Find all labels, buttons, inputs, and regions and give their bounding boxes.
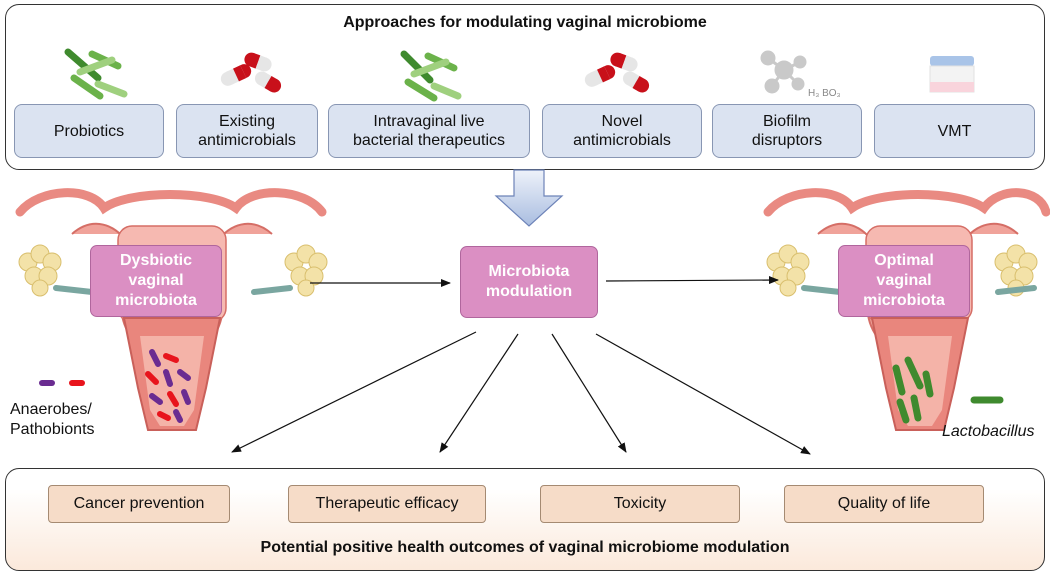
arrow-to-toxicity xyxy=(551,333,627,453)
approaches-title: Approaches for modulating vaginal microb… xyxy=(343,14,707,31)
molecule-icon xyxy=(760,50,807,94)
arrow-to-optimal xyxy=(605,276,779,285)
outcomes-title: Potential positive health outcomes of va… xyxy=(260,539,790,556)
down-arrow-icon xyxy=(494,169,564,227)
lactobacillus-legend-label: Lactobacillus xyxy=(942,423,1035,440)
microbiota-modulation-box: Microbiota modulation xyxy=(460,246,598,318)
pathobionts-legend-label: Anaerobes/ Pathobionts xyxy=(10,401,95,438)
approach-vmt: VMT xyxy=(874,104,1035,158)
bacteria-rods-icon xyxy=(400,50,462,102)
arrow-to-quality-of-life xyxy=(595,333,811,455)
approach-probiotics: Probiotics xyxy=(14,104,164,158)
approach-existing-antimicrobials: Existing antimicrobials xyxy=(176,104,318,158)
approach-novel-antimicrobials: Novel antimicrobials xyxy=(542,104,702,158)
pathobiont-bacteria xyxy=(145,349,191,423)
capsules-icon xyxy=(584,52,650,93)
lactobacillus-bacteria xyxy=(892,356,934,424)
outcome-quality-of-life: Quality of life xyxy=(784,485,984,523)
container-icon xyxy=(929,56,975,93)
arrow-to-cancer-prevention xyxy=(231,331,477,453)
capsules-icon xyxy=(220,52,282,93)
outcome-therapeutic-efficacy: Therapeutic efficacy xyxy=(288,485,486,523)
boric-acid-formula: H₃ BO₃ xyxy=(808,88,841,99)
dysbiotic-microbiota-box: Dysbiotic vaginal microbiota xyxy=(90,245,222,317)
outcome-cancer-prevention: Cancer prevention xyxy=(48,485,230,523)
outcome-toxicity: Toxicity xyxy=(540,485,740,523)
approach-biofilm-disruptors: Biofilm disruptors xyxy=(712,104,862,158)
optimal-microbiota-box: Optimal vaginal microbiota xyxy=(838,245,970,317)
approach-live-bacterial-therapeutics: Intravaginal live bacterial therapeutics xyxy=(328,104,530,158)
bacteria-rods-icon xyxy=(64,48,128,100)
arrow-to-therapeutic-efficacy xyxy=(439,333,519,453)
